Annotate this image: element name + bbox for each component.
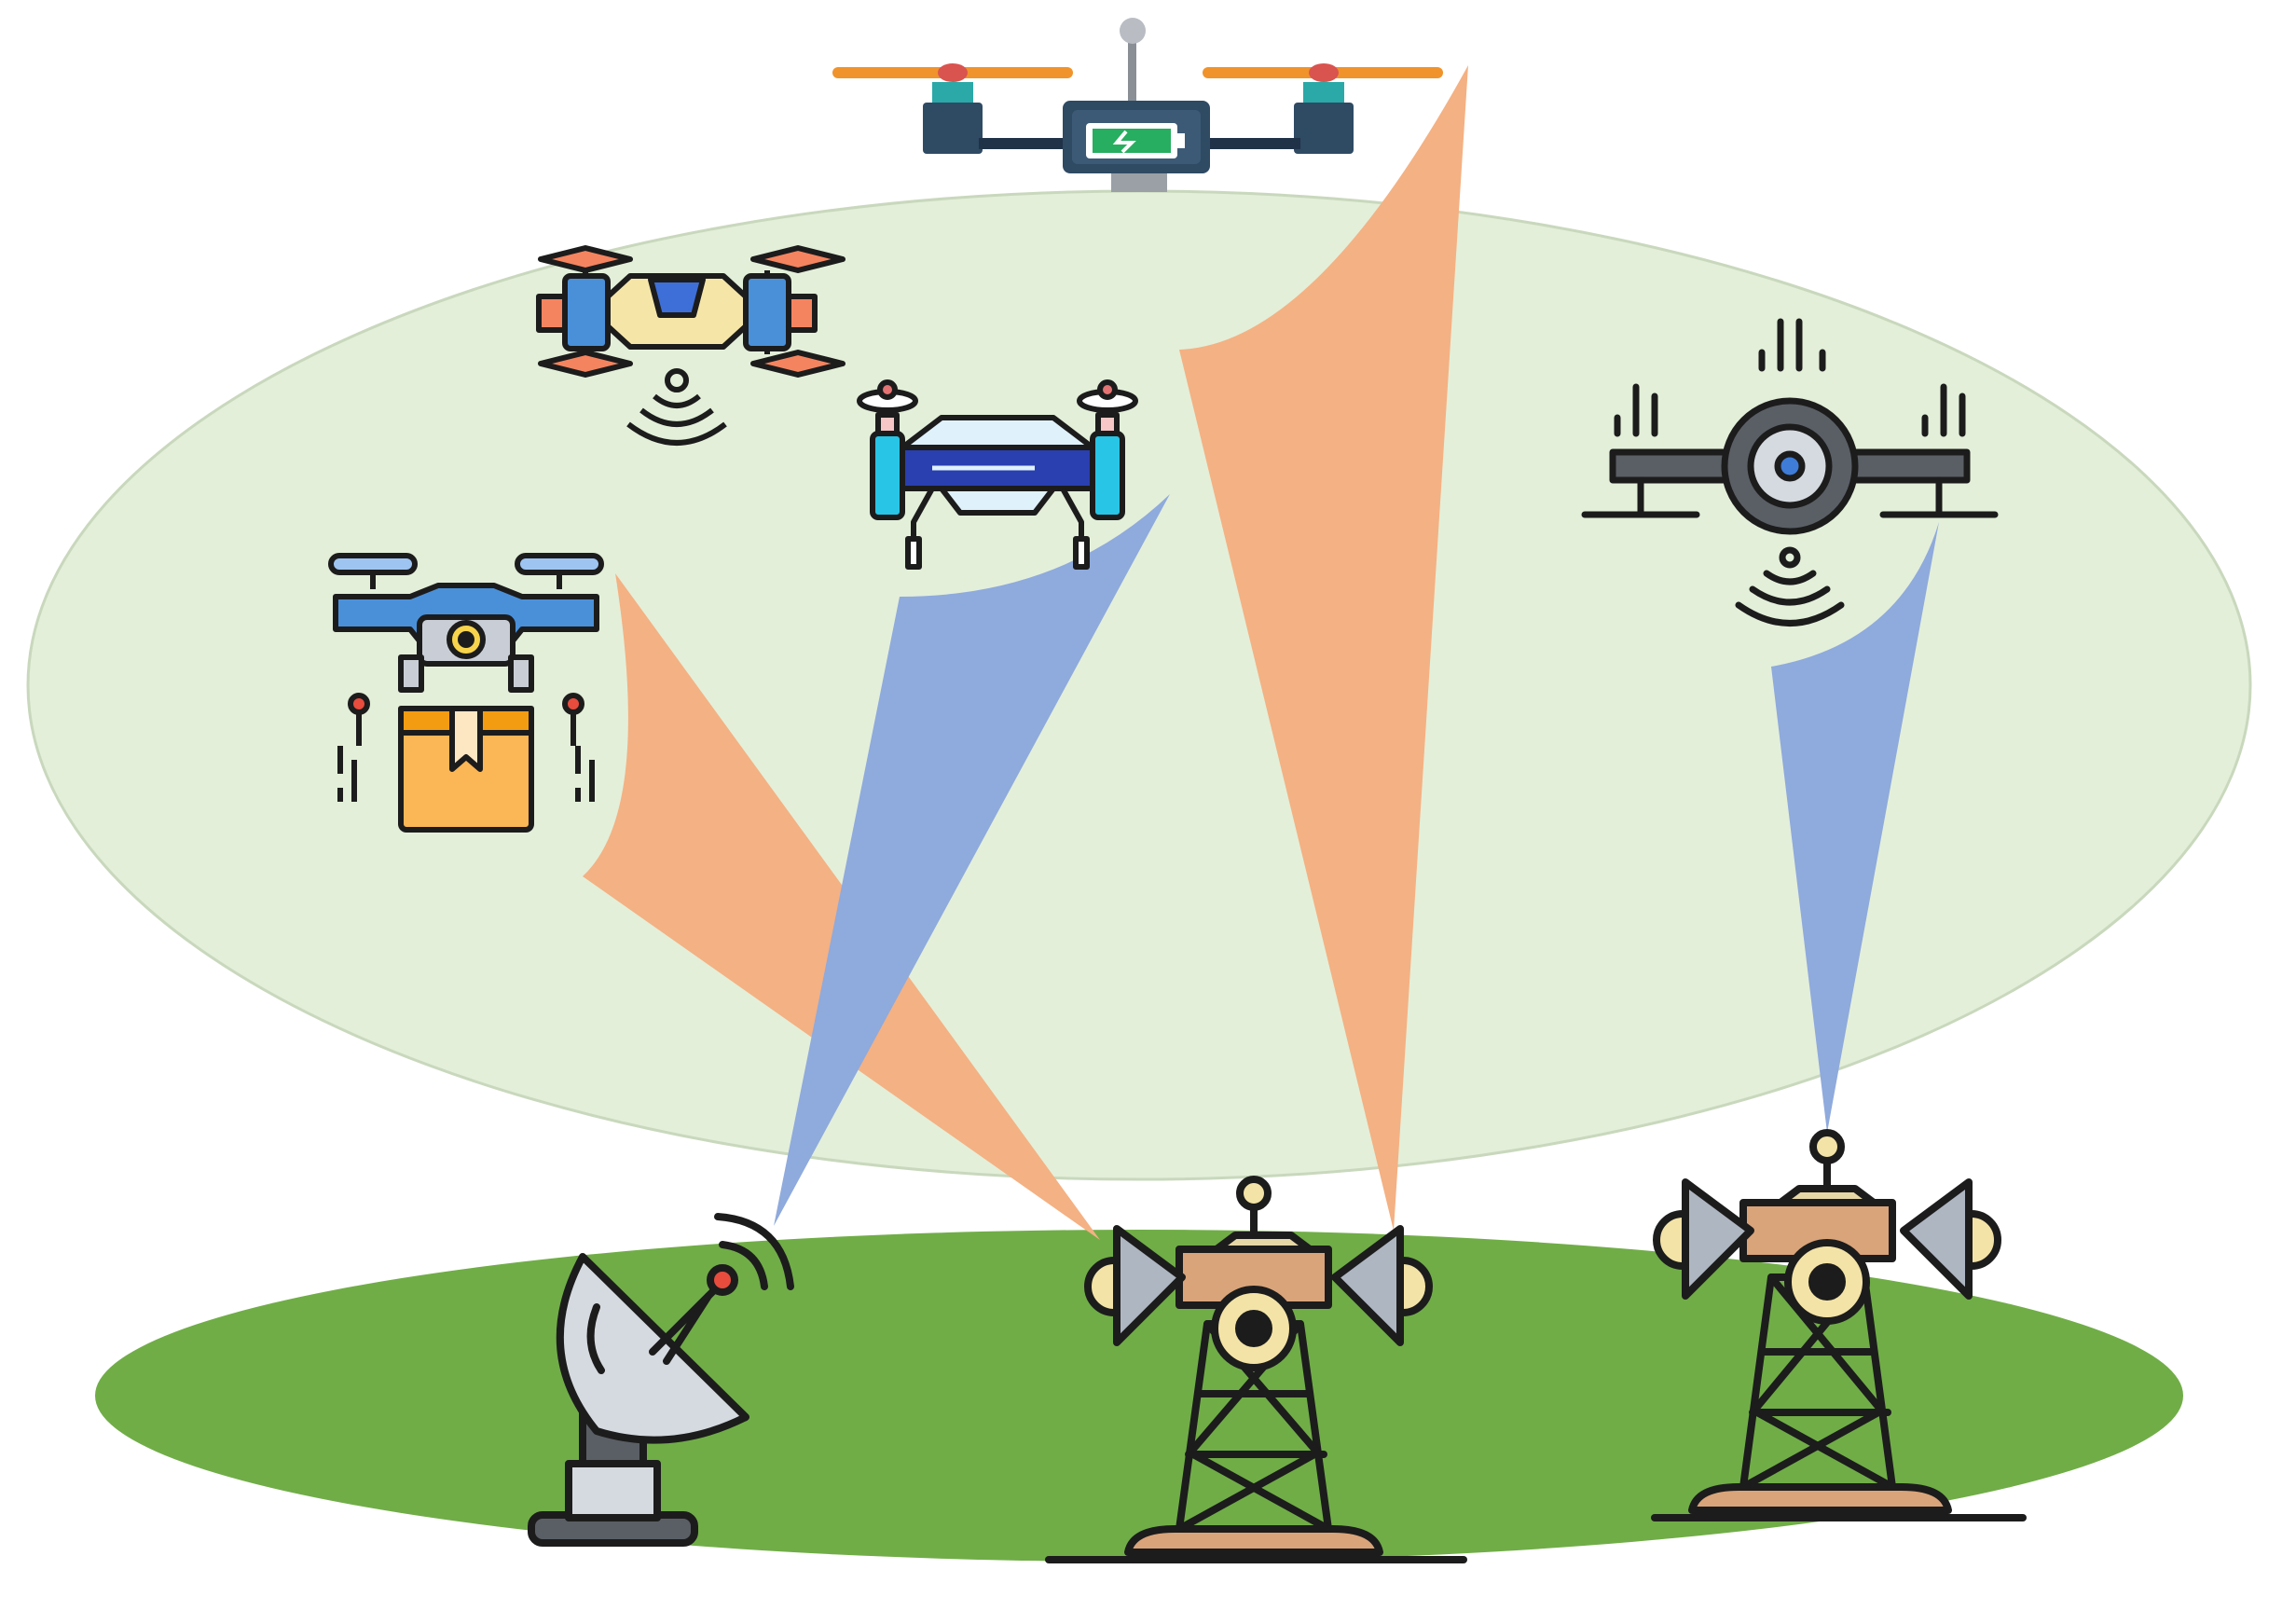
cell-tower-right-icon bbox=[1651, 1129, 2027, 1521]
surveillance-drone-icon bbox=[536, 245, 846, 446]
camera-drone-icon bbox=[1581, 318, 1999, 626]
airspace-region bbox=[26, 189, 2252, 1181]
uplink-beam-charging-drone bbox=[1179, 65, 1468, 1231]
beam-layer bbox=[583, 65, 1939, 1240]
downlink-beam-agriculture bbox=[774, 494, 1170, 1226]
downlink-beam-camera bbox=[1771, 522, 1939, 1133]
satellite-dish-icon bbox=[528, 1213, 794, 1547]
cell-tower-center-icon bbox=[1045, 1176, 1467, 1563]
delivery-drone-icon bbox=[328, 553, 604, 833]
agriculture-drone-icon bbox=[857, 379, 1138, 570]
charging-quad-drone-icon bbox=[832, 18, 1443, 192]
